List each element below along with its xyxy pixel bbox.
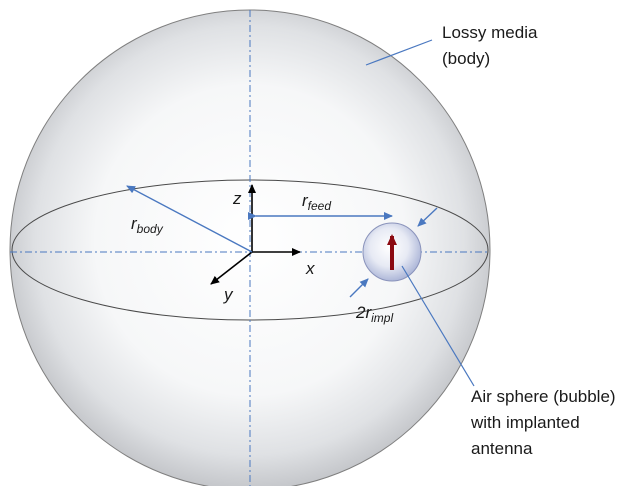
r-body-label: rbody <box>131 214 164 236</box>
y-axis <box>210 251 253 285</box>
lossy-media-label-line1: Lossy media <box>442 23 538 42</box>
lossy-media-leader <box>365 39 433 66</box>
air-sphere-leader <box>401 265 475 387</box>
impl-label: 2rimpl <box>355 303 393 325</box>
r-body-symbol: r <box>131 214 138 233</box>
air-sphere-label-line1: Air sphere (bubble) <box>471 387 616 406</box>
r-body-subscript: body <box>137 222 164 236</box>
r-body-arrow <box>126 185 253 253</box>
r-feed-label: rfeed <box>302 191 331 213</box>
impl-arrow-top <box>417 207 438 227</box>
air-sphere-label-line3: antenna <box>471 439 533 458</box>
axis-y-label: y <box>223 285 234 304</box>
axis-z-label: z <box>232 189 242 208</box>
r-feed-subscript: feed <box>308 199 332 213</box>
impl-subscript: impl <box>371 311 393 325</box>
impl-arrow-bottom <box>349 278 369 298</box>
impl-prefix: 2r <box>355 303 372 322</box>
axis-x-label: x <box>305 259 315 278</box>
r-feed-symbol: r <box>302 191 309 210</box>
air-sphere-label-line2: with implanted <box>470 413 580 432</box>
lossy-media-label-line2: (body) <box>442 49 490 68</box>
